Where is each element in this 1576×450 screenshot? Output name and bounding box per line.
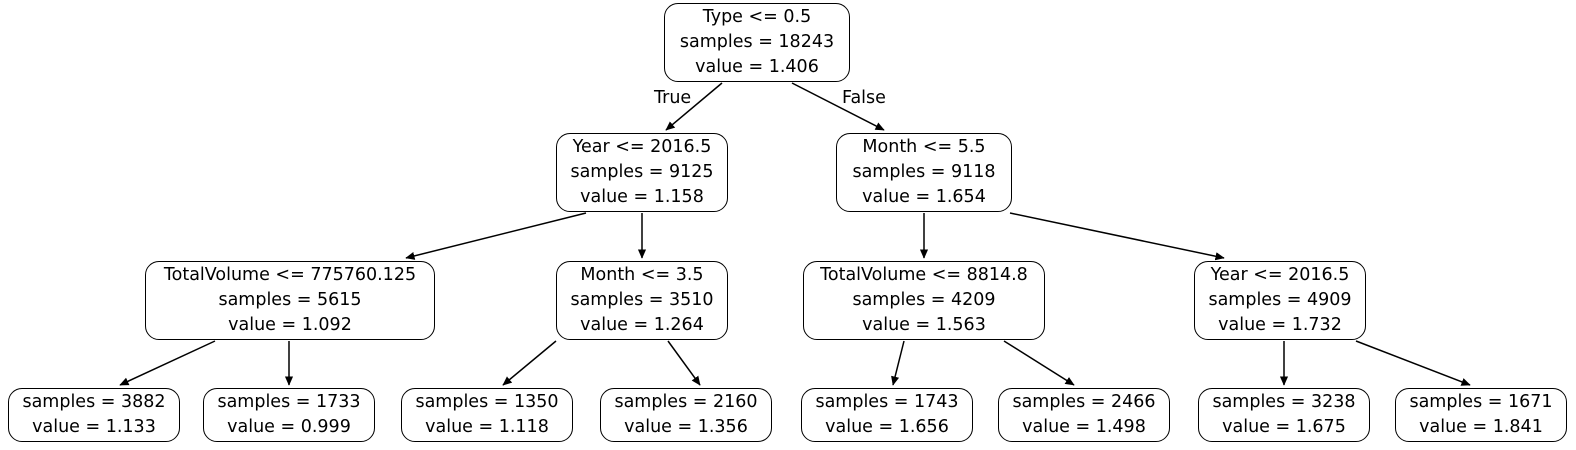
node-samples: samples = 2466 (1012, 392, 1156, 412)
node-samples: samples = 3510 (570, 290, 714, 310)
node-samples: samples = 1671 (1409, 392, 1553, 412)
tree-edge (405, 212, 587, 260)
tree-decision-node: Type <= 0.5 samples = 18243 value = 1.406 (664, 3, 850, 82)
tree-leaf-node: samples = 1743 value = 1.656 (801, 388, 973, 442)
tree-edge (891, 340, 905, 386)
node-samples: samples = 5615 (218, 290, 362, 310)
tree-leaf-node: samples = 3882 value = 1.133 (8, 388, 180, 442)
node-samples: samples = 2160 (614, 392, 758, 412)
node-value: value = 1.133 (32, 417, 156, 437)
tree-leaf-node: samples = 2160 value = 1.356 (600, 388, 772, 442)
node-samples: samples = 3882 (22, 392, 166, 412)
node-condition: TotalVolume <= 775760.125 (163, 265, 417, 285)
tree-leaf-node: samples = 1671 value = 1.841 (1395, 388, 1567, 442)
node-value: value = 1.656 (825, 417, 949, 437)
node-condition: TotalVolume <= 8814.8 (820, 265, 1028, 285)
tree-decision-node: TotalVolume <= 775760.125 samples = 5615 v… (145, 261, 435, 340)
tree-decision-node: Year <= 2016.5 samples = 9125 value = 1.15… (556, 133, 728, 212)
tree-decision-node: Month <= 3.5 samples = 3510 value = 1.264 (556, 261, 728, 340)
node-samples: samples = 4209 (852, 290, 996, 310)
tree-decision-node: TotalVolume <= 8814.8 samples = 4209 value… (803, 261, 1045, 340)
tree-leaf-node: samples = 1350 value = 1.118 (401, 388, 573, 442)
node-value: value = 1.406 (695, 57, 819, 77)
node-value: value = 1.264 (580, 315, 704, 335)
node-value: value = 1.092 (228, 315, 352, 335)
node-value: value = 1.356 (624, 417, 748, 437)
node-value: value = 1.841 (1419, 417, 1543, 437)
node-value: value = 0.999 (227, 417, 351, 437)
node-samples: samples = 1733 (217, 392, 361, 412)
tree-edge (1003, 340, 1075, 386)
node-condition: Type <= 0.5 (702, 7, 812, 27)
tree-edge (502, 340, 557, 386)
tree-decision-node: Year <= 2016.5 samples = 4909 value = 1.73… (1194, 261, 1366, 340)
node-value: value = 1.158 (580, 187, 704, 207)
node-samples: samples = 3238 (1212, 392, 1356, 412)
tree-edge (1009, 212, 1225, 261)
tree-leaf-node: samples = 1733 value = 0.999 (203, 388, 375, 442)
node-condition: Month <= 5.5 (862, 137, 986, 157)
tree-edge (119, 340, 216, 386)
node-samples: samples = 4909 (1208, 290, 1352, 310)
node-value: value = 1.498 (1022, 417, 1146, 437)
node-samples: samples = 18243 (679, 32, 835, 52)
node-samples: samples = 9125 (570, 162, 714, 182)
node-condition: Year <= 2016.5 (1210, 265, 1350, 285)
edge-label-true: True (654, 88, 692, 108)
node-samples: samples = 9118 (852, 162, 996, 182)
edge-label-false: False (842, 88, 886, 108)
node-value: value = 1.118 (425, 417, 549, 437)
node-value: value = 1.732 (1218, 315, 1342, 335)
tree-leaf-node: samples = 2466 value = 1.498 (998, 388, 1170, 442)
node-value: value = 1.654 (862, 187, 986, 207)
tree-leaf-node: samples = 3238 value = 1.675 (1198, 388, 1370, 442)
node-condition: Year <= 2016.5 (572, 137, 712, 157)
tree-edge (1355, 340, 1471, 386)
node-value: value = 1.563 (862, 315, 986, 335)
node-value: value = 1.675 (1222, 417, 1346, 437)
tree-edge (667, 340, 701, 386)
tree-decision-node: Month <= 5.5 samples = 9118 value = 1.654 (836, 133, 1012, 212)
node-samples: samples = 1350 (415, 392, 559, 412)
node-samples: samples = 1743 (815, 392, 959, 412)
node-condition: Month <= 3.5 (580, 265, 704, 285)
